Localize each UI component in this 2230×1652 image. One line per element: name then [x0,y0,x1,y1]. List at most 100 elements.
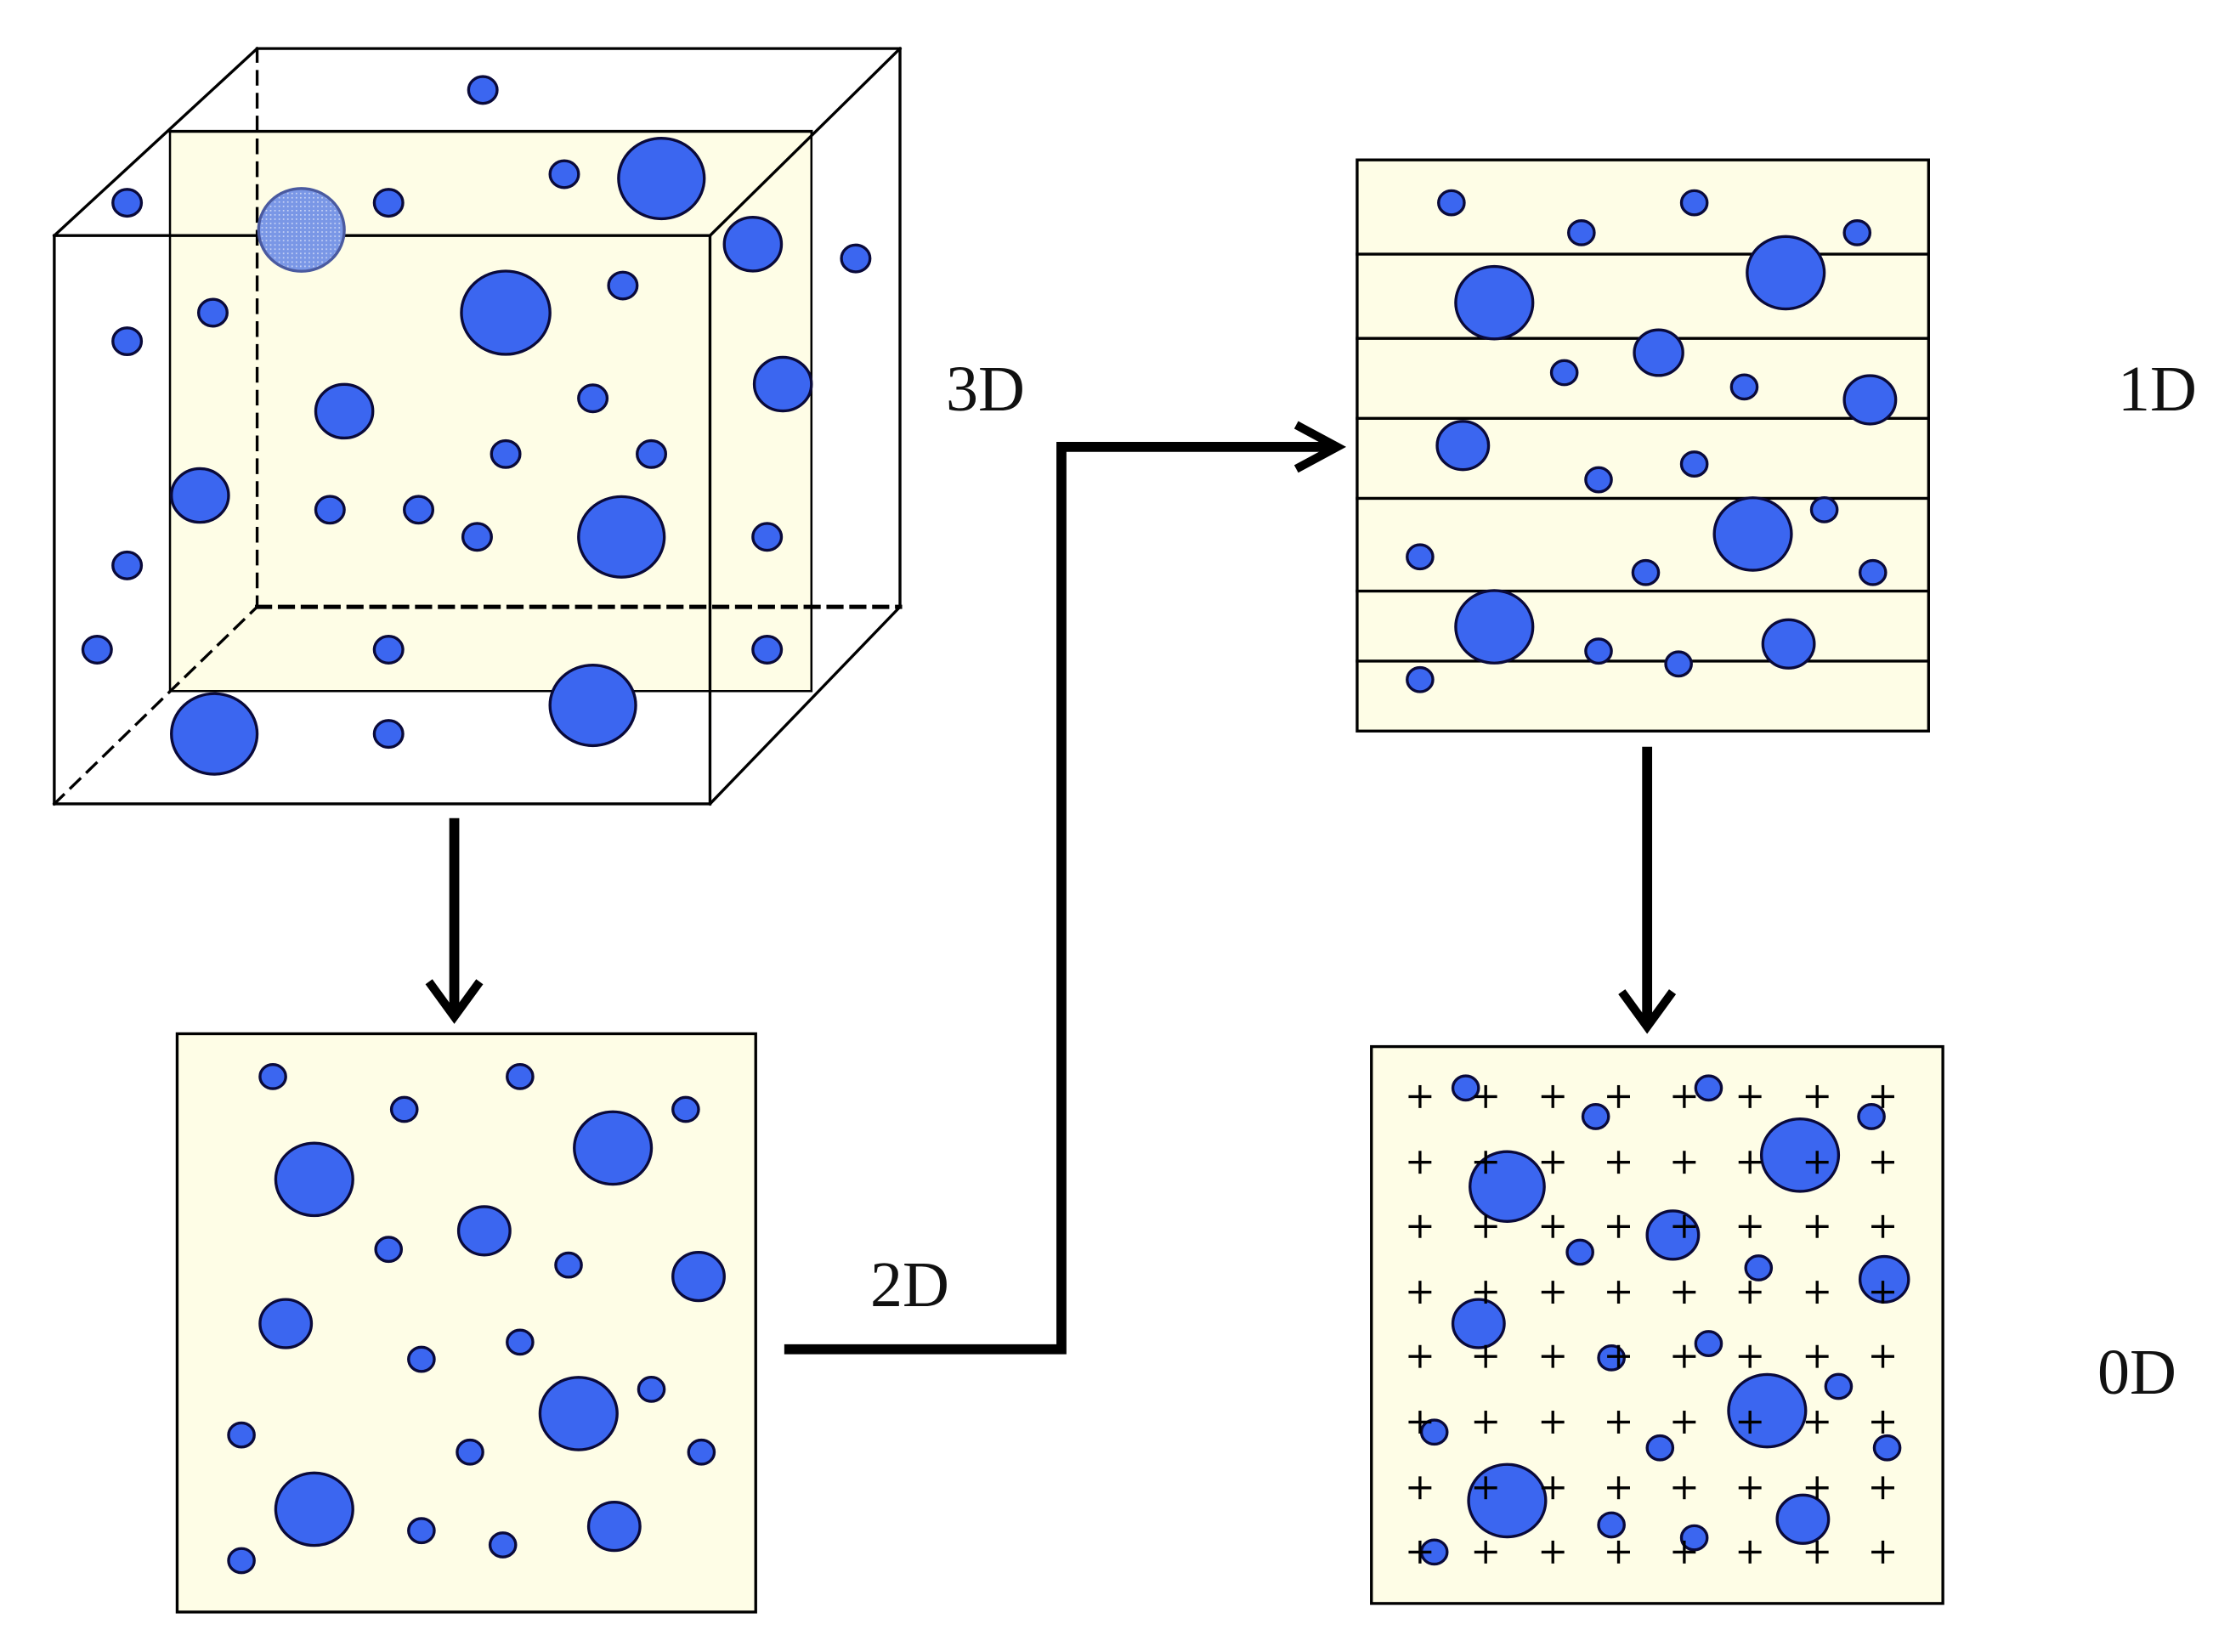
sample-point-plus [1607,1476,1630,1500]
sample-point-plus [1805,1084,1829,1108]
sample-point-plus [1474,1281,1497,1304]
sample-point-plus [1541,1151,1565,1174]
slice-2d-particle [637,1375,666,1403]
lines-1d-particle [1631,558,1661,586]
lines-1d-particle [1664,650,1693,678]
lines-1d-particle [1842,374,1898,426]
sample-point-plus [1474,1084,1497,1108]
sample-point-plus [1408,1214,1432,1238]
cube-particle [840,243,872,274]
points-0d-particle [1679,1524,1709,1552]
sample-point-plus [1672,1214,1696,1238]
points-0d-particle [1467,1462,1548,1539]
arrows [425,421,1677,1355]
cube-particle [111,326,144,357]
slice-2d-particle [456,1205,512,1257]
sample-point-plus [1672,1344,1696,1368]
slice-2d-particle [274,1141,354,1218]
slice-2d-particle [687,1438,716,1466]
slice-2d-particle [456,1438,484,1466]
lines-1d-particle [1842,218,1872,246]
slice-2d-particle [671,1250,726,1303]
slice-2d-particle [274,1471,354,1547]
lines-1d-particle [1437,189,1466,217]
points-0d-particle [1597,1511,1626,1539]
sample-point-plus [1408,1281,1432,1304]
sample-point-plus [1474,1411,1497,1434]
sample-point-plus [1672,1151,1696,1174]
sample-point-plus [1871,1214,1894,1238]
sample-point-plus [1805,1151,1829,1174]
sample-point-plus [1541,1540,1565,1564]
sample-point-plus [1871,1281,1894,1304]
sample-point-plus [1474,1476,1497,1500]
cube-particle [751,522,784,552]
slice-2d-particle [506,1328,535,1356]
sample-point-plus [1408,1084,1432,1108]
cube-particle [722,216,784,273]
lines-1d-particle [1584,466,1613,494]
arrowhead-2d-to-1d [1293,421,1347,473]
cube-particle [577,383,609,414]
sample-point-plus [1871,1151,1894,1174]
slice-2d-particle [407,1345,436,1373]
sample-point-plus [1805,1344,1829,1368]
lines-1d-particle [1712,496,1793,572]
cube-depth-top-left [52,46,259,238]
points-0d-particle [1419,1418,1449,1446]
cube-depth-top-right [708,46,903,238]
lines-1d-particle [1761,618,1816,670]
cube-particle [548,663,637,748]
slice-2d-frame [175,1032,757,1614]
sample-point-plus [1871,1476,1894,1500]
sample-point-plus [1607,1281,1630,1304]
cube-particle [314,382,375,440]
sample-point-plus [1541,1281,1565,1304]
lines-1d-particle [1435,420,1491,472]
sample-point-plus [1607,1540,1630,1564]
cube-particle [548,159,580,190]
cube-particle [111,188,144,218]
cube-depth-bottom-right [708,604,903,806]
arrowhead-1d-to-0d [1618,989,1677,1034]
sample-point-plus [1805,1540,1829,1564]
sample-point-plus [1541,1084,1565,1108]
points-0d-particle [1727,1372,1808,1449]
cube-particle [460,269,552,356]
sample-point-plus [1541,1476,1565,1500]
cube-particle [607,270,639,301]
points-0d-particle [1451,1298,1506,1349]
points-0d-particle [1565,1238,1594,1266]
sample-point-plus [1607,1344,1630,1368]
lines-1d-particle [1549,359,1579,387]
points-0d-panel [1370,1044,1944,1605]
points-0d-particle [1694,1074,1723,1102]
cube-particle [372,188,405,218]
lines-1d-particle [1584,637,1613,665]
slice-2d-particle [374,1236,404,1264]
slice-2d-particle [586,1501,642,1553]
sample-point-plus [1738,1411,1762,1434]
arrowhead-3d-to-2d [425,979,484,1024]
cube-particle [617,136,706,221]
lines-1d-particle [1809,495,1839,523]
points-0d-particle [1872,1434,1902,1462]
sample-point-plus [1408,1476,1432,1500]
label-3d: 3D [946,354,1025,425]
sample-point-plus [1607,1411,1630,1434]
sample-point-plus [1541,1214,1565,1238]
sample-point-plus [1871,1084,1894,1108]
label-0d: 0D [2097,1337,2176,1408]
sample-point-plus [1738,1214,1762,1238]
points-0d-particle [1645,1209,1701,1261]
slice-2d-particle [258,1298,314,1349]
sample-point-plus [1738,1476,1762,1500]
sample-point-plus [1738,1344,1762,1368]
cube-particle [490,438,522,469]
sample-point-plus [1805,1411,1829,1434]
points-0d-particle [1469,1150,1546,1223]
sample-point-plus [1738,1151,1762,1174]
points-0d-particle [1857,1103,1886,1130]
points-0d-particle [1775,1493,1831,1545]
